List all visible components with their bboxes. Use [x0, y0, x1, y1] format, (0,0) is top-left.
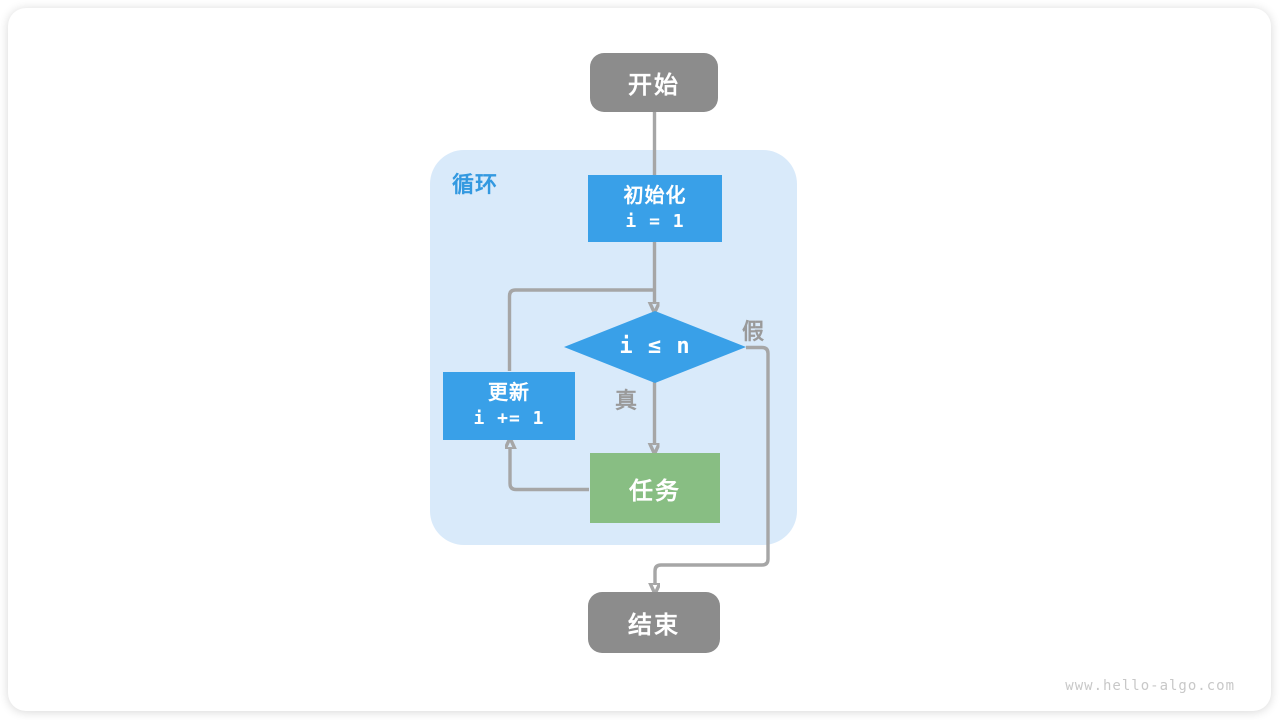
- init-node: 初始化 i = 1: [588, 175, 722, 242]
- start-node: 开始: [590, 53, 718, 112]
- update-node-title: 更新: [488, 382, 530, 405]
- end-node: 结束: [588, 592, 720, 653]
- condition-label: i ≤ n: [619, 334, 691, 360]
- start-node-label: 开始: [628, 72, 680, 99]
- task-node: 任务: [590, 453, 720, 523]
- edge-task-to-update: [510, 447, 589, 492]
- task-node-label: 任务: [629, 477, 681, 505]
- update-node: 更新 i += 1: [443, 372, 575, 440]
- update-node-code: i += 1: [473, 408, 545, 430]
- false-branch-label: 假: [742, 319, 765, 344]
- loop-region-label: 循环: [452, 172, 499, 197]
- true-branch-label: 真: [615, 388, 638, 413]
- watermark: www.hello-algo.com: [1065, 678, 1235, 694]
- edge-update-to-merge: [507, 288, 655, 371]
- end-node-label: 结束: [628, 612, 680, 639]
- init-node-code: i = 1: [625, 210, 685, 232]
- init-node-title: 初始化: [623, 184, 687, 207]
- edge-condition-to-end: [655, 345, 770, 586]
